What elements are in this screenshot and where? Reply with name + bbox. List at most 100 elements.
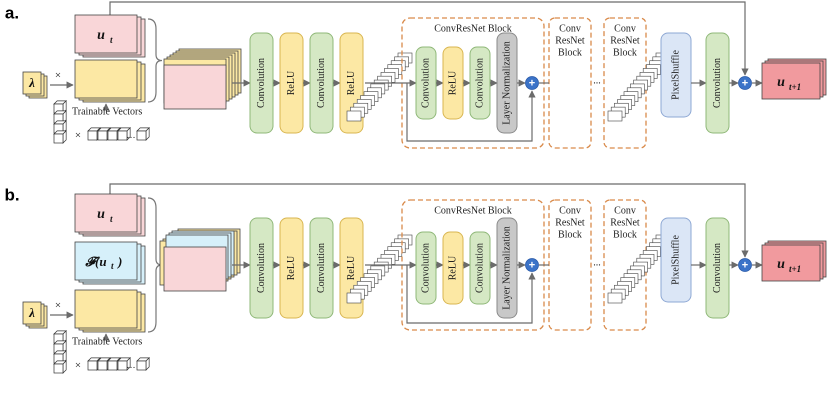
trainable-label: Trainable Vectors <box>72 106 142 117</box>
embedded-lambda-stack-layer <box>74 59 138 99</box>
input-ut-stack-layer <box>74 14 138 54</box>
relu-block-1-label: ReLU <box>286 70 297 95</box>
trainable-times: × <box>75 360 81 372</box>
input-ut-stack <box>74 193 146 237</box>
times-sign: × <box>55 300 61 312</box>
conv-block-1-rect <box>249 217 274 319</box>
input-ut-stack <box>74 14 146 58</box>
inner-conv-2-label: Convolution <box>474 243 485 293</box>
conv-resnet-block-3-label: Block <box>613 47 637 58</box>
residual-plus-circle <box>525 258 539 272</box>
output-plus-circle <box>738 76 752 90</box>
layer-norm-block-rect <box>496 217 518 319</box>
inner-conv-2-label: Convolution <box>474 58 485 108</box>
input-fourier-stack-layer <box>74 241 138 281</box>
pixelshuffle-block: PixelShuffle <box>660 217 692 303</box>
ellipsis: ... <box>593 75 601 86</box>
residual-loop <box>406 265 536 324</box>
trainable-row-cell-last-front <box>136 130 147 141</box>
feature-slanted-stack-2-slice <box>607 292 623 304</box>
layer-norm-block-label: Layer Normalization <box>501 41 512 125</box>
input-fourier-stack <box>74 241 146 285</box>
layer-norm-block: Layer Normalization <box>496 32 518 134</box>
conv-block-final-label: Convolution <box>712 58 723 108</box>
lambda-label: λ <box>28 305 35 320</box>
lambda-stack-layer <box>22 301 42 325</box>
times-sign: × <box>55 70 61 82</box>
lambda-stack <box>22 71 48 99</box>
input-ut-subscript: t <box>110 35 113 45</box>
embedded-lambda-stack <box>74 59 146 103</box>
conv-resnet-block-3-label: Conv <box>614 205 636 216</box>
feature-slanted-stack-1-slice <box>346 292 362 304</box>
conv-resnet-block-3-label: Block <box>613 229 637 240</box>
layer-norm-block-label: Layer Normalization <box>501 226 512 310</box>
conv-resnet-block-2-label: ResNet <box>555 217 585 228</box>
trainable-column-cell-front <box>53 363 64 374</box>
layer-norm-block: Layer Normalization <box>496 217 518 319</box>
relu-block-1: ReLU <box>279 217 304 319</box>
output-plus: + <box>738 76 752 90</box>
conv-resnet-block-2-label: Block <box>558 229 582 240</box>
input-fourier-subscript: t <box>111 261 114 271</box>
feature-slanted-stack-2-slice <box>607 110 623 122</box>
trainable-times: × <box>75 130 81 142</box>
relu-block-1: ReLU <box>279 32 304 134</box>
input-ut-label: u <box>97 207 105 222</box>
skip-connection-line <box>109 183 749 258</box>
trainable-row-cell-front <box>117 130 128 141</box>
trainable-row-cell-last <box>136 127 150 141</box>
inner-conv-2: Convolution <box>469 46 491 120</box>
conv-block-2-rect <box>309 217 334 319</box>
inner-relu: ReLU <box>442 231 464 305</box>
relu-block-1-label: ReLU <box>286 255 297 280</box>
residual-plus: + <box>525 76 539 90</box>
feature-stack-pink-layer <box>163 64 227 110</box>
pixelshuffle-block-rect <box>660 32 692 118</box>
conv-block-2: Convolution <box>309 217 334 319</box>
relu-block-1-rect <box>279 217 304 319</box>
trainable-row-cell-front <box>97 360 108 371</box>
convresnet-block-title: ConvResNet Block <box>434 205 512 216</box>
residual-plus-sign: + <box>529 77 535 89</box>
conv-block-final: Convolution <box>705 217 730 319</box>
inner-conv-2-rect <box>469 231 491 305</box>
trainable-dots: … <box>127 360 136 370</box>
feature-slanted-stack-1-slice <box>346 110 362 122</box>
conv-resnet-block-3-label: ResNet <box>610 217 640 228</box>
embedded-lambda-stack <box>74 289 146 333</box>
input-fourier-label: 𝓕(u <box>84 254 106 269</box>
inner-conv-1-rect <box>415 231 437 305</box>
trainable-column-cell <box>53 360 67 374</box>
inner-relu-label: ReLU <box>447 255 458 280</box>
conv-block-1: Convolution <box>249 217 274 319</box>
inner-conv-1-label: Convolution <box>420 58 431 108</box>
conv-resnet-block-3-label: Conv <box>614 23 636 34</box>
lambda-stack <box>22 301 48 329</box>
conv-block-final-label: Convolution <box>712 243 723 293</box>
input-fourier-close: ) <box>117 254 122 269</box>
inner-conv-2: Convolution <box>469 231 491 305</box>
concat-brace <box>147 18 163 103</box>
input-ut-stack-layer <box>74 193 138 233</box>
conv-resnet-block-2-label: Conv <box>559 205 581 216</box>
trainable-row-cell-front <box>107 130 118 141</box>
conv-block-2-label: Convolution <box>316 243 327 293</box>
output-label: u <box>777 257 785 272</box>
inner-relu: ReLU <box>442 46 464 120</box>
trainable-dots: … <box>127 130 136 140</box>
feature-stack-pink <box>163 64 227 110</box>
output-stack <box>761 58 827 100</box>
conv-block-2: Convolution <box>309 32 334 134</box>
residual-plus-sign: + <box>529 259 535 271</box>
input-ut-subscript: t <box>110 214 113 224</box>
output-label: u <box>777 75 785 90</box>
conv-block-1: Convolution <box>249 32 274 134</box>
output-plus-sign: + <box>742 77 748 89</box>
skip-connection-line <box>109 1 749 76</box>
residual-plus: + <box>525 258 539 272</box>
trainable-row-cell-front <box>87 130 98 141</box>
